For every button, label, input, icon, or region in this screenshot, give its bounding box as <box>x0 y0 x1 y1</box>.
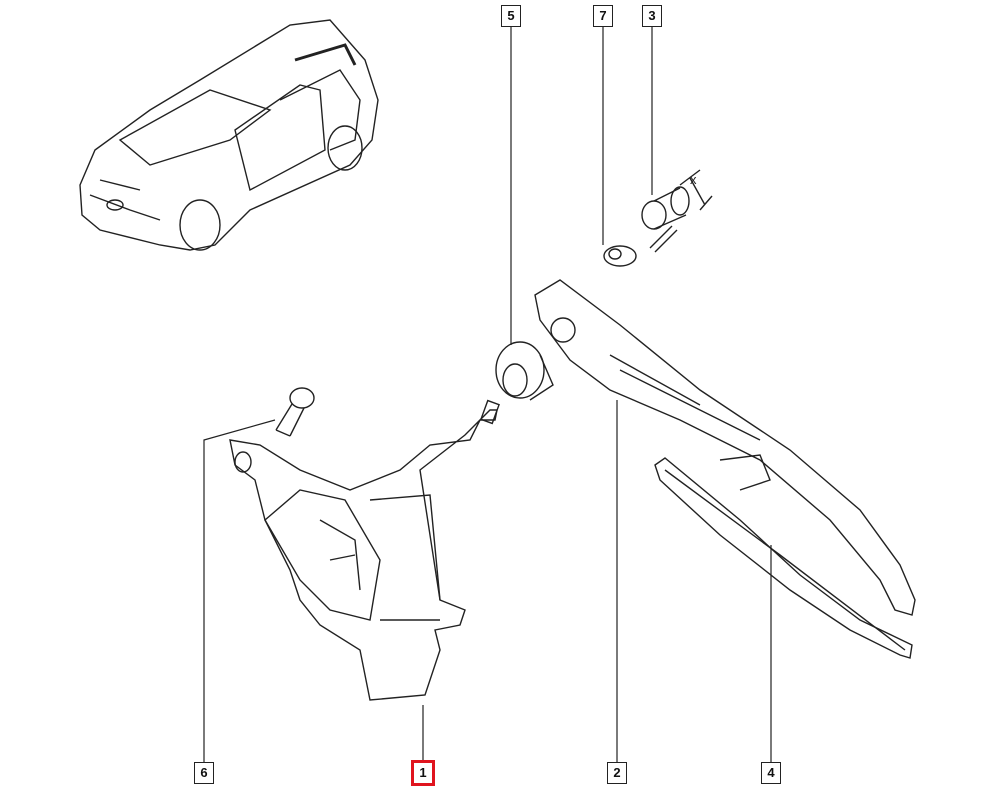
wiper-motor-illustration <box>229 399 500 701</box>
callout-4[interactable]: 4 <box>761 762 781 784</box>
wiper-blade-illustration <box>654 454 913 659</box>
callout-5[interactable]: 5 <box>501 5 521 27</box>
wiper-arm-illustration <box>534 279 916 616</box>
dimension-mark: x <box>690 172 697 187</box>
grommet-illustration <box>495 341 554 401</box>
washer-illustration <box>603 245 637 267</box>
car-illustration <box>79 19 379 251</box>
callout-6[interactable]: 6 <box>194 762 214 784</box>
callout-2[interactable]: 2 <box>607 762 627 784</box>
callout-7[interactable]: 7 <box>593 5 613 27</box>
bolt-illustration <box>275 387 315 437</box>
callout-1-selected[interactable]: 1 <box>411 760 435 786</box>
callout-3[interactable]: 3 <box>642 5 662 27</box>
arm-nut-cap-illustration <box>641 169 713 253</box>
leader-lines <box>203 27 772 762</box>
